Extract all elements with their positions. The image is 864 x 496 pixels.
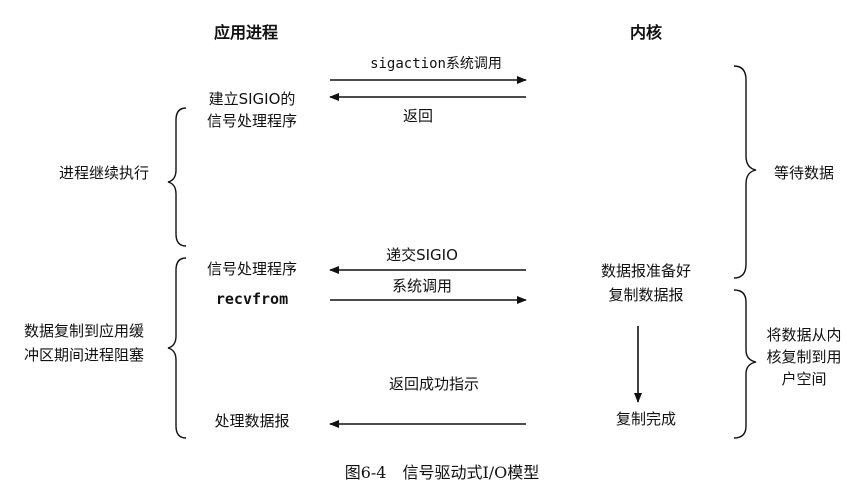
figure-caption: 图6-4 信号驱动式I/O模型	[345, 463, 540, 482]
datagram-ready-label: 数据报准备好	[601, 262, 691, 280]
signal-handler-label: 信号处理程序	[207, 260, 297, 278]
copy-complete-label: 复制完成	[616, 410, 676, 428]
process-continues-label: 进程继续执行	[59, 164, 149, 182]
copy-to-user-label-line2: 核复制到用	[766, 348, 841, 366]
wait-for-data-label: 等待数据	[774, 164, 834, 182]
copy-to-user-label-line1: 将数据从内	[766, 326, 841, 344]
copy-to-user-label-line3: 户空间	[781, 370, 826, 388]
copy-to-user-brace	[733, 289, 757, 439]
wait-for-data-brace	[733, 65, 757, 279]
return-label: 返回	[403, 107, 433, 125]
copy-datagram-label: 复制数据报	[608, 286, 683, 304]
syscall-label: 系统调用	[392, 277, 452, 295]
kernel-header: 内核	[630, 23, 662, 42]
establish-handler-label-line1: 建立SIGIO的	[209, 90, 296, 108]
blocked-brace	[167, 257, 187, 439]
process-datagram-label: 处理数据报	[214, 412, 289, 430]
process-continues-brace	[167, 107, 187, 247]
sigaction-call-label: sigaction系统调用	[370, 56, 502, 72]
blocked-label-line1: 数据复制到应用缓	[24, 322, 144, 340]
blocked-label-line2: 冲区期间进程阻塞	[24, 346, 144, 364]
deliver-sigio-label: 递交SIGIO	[386, 246, 458, 264]
recvfrom-label: recvfrom	[216, 290, 288, 308]
return-success-label: 返回成功指示	[389, 375, 479, 393]
establish-handler-label-line2: 信号处理程序	[207, 112, 297, 130]
app-process-header: 应用进程	[214, 23, 278, 42]
